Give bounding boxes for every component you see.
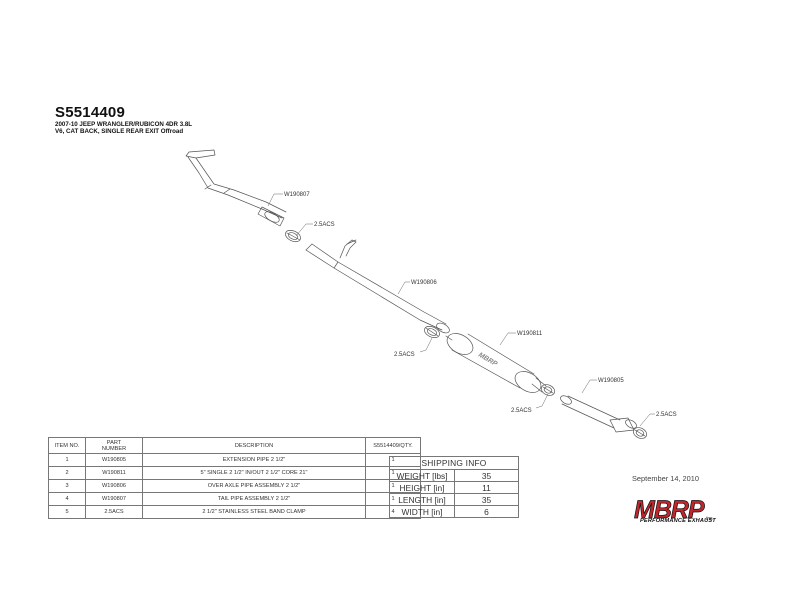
bom-part: W190807 <box>85 492 143 506</box>
bom-part: W190811 <box>85 466 143 480</box>
shipping-value: 11 <box>454 481 519 494</box>
title-block: S5514409 2007-10 JEEP WRANGLER/RUBICON 4… <box>55 104 192 136</box>
bom-part: W190806 <box>85 479 143 493</box>
table-row: HEIGHT [in] 11 <box>389 481 519 494</box>
table-row: LENGTH [in] 35 <box>389 493 519 506</box>
callout-clamp-top: 2.5ACS <box>314 222 335 228</box>
callout-extension: W190805 <box>598 378 624 384</box>
shipping-title: SHIPPING INFO <box>389 456 519 470</box>
bom-header-part: PART NUMBER <box>85 437 143 454</box>
bom-item: 1 <box>48 453 86 467</box>
bom-description: 5" SINGLE 2 1/2" IN/OUT 2 1/2" CORE 21" <box>142 466 366 480</box>
band-clamp-end <box>632 427 648 439</box>
band-clamp-muffler <box>540 384 556 396</box>
shipping-value: 6 <box>454 505 519 518</box>
kit-part-number: S5514409 <box>55 104 126 121</box>
table-row: WIDTH [in] 6 <box>389 505 519 518</box>
logo-wordmark: MBRP <box>634 496 705 524</box>
table-row: 4 W190807 TAIL PIPE ASSEMBLY 2 1/2" 1 <box>48 492 421 506</box>
bom-header-qty: S5514409/QTY. <box>365 437 421 454</box>
bom-header-row: ITEM NO. PART NUMBER DESCRIPTION S551440… <box>48 437 421 454</box>
kit-description: V6, CAT BACK, SINGLE REAR EXIT Offroad <box>55 128 184 136</box>
table-row: 3 W190806 OVER AXLE PIPE ASSEMBLY 2 1/2"… <box>48 479 421 493</box>
logo-inc: inc. <box>706 516 714 522</box>
shipping-value: 35 <box>454 493 519 506</box>
band-clamp-mid <box>424 325 440 339</box>
callout-clamp-mid: 2.5ACS <box>394 352 415 358</box>
bom-description: TAIL PIPE ASSEMBLY 2 1/2" <box>142 492 366 506</box>
bom-item: 4 <box>48 492 86 506</box>
shipping-info-table: SHIPPING INFO WEIGHT [lbs] 35 HEIGHT [in… <box>389 456 519 518</box>
tail-pipe-assembly <box>185 149 287 227</box>
over-axle-pipe-assembly <box>305 239 450 334</box>
table-row: 2 W190811 5" SINGLE 2 1/2" IN/OUT 2 1/2"… <box>48 466 421 480</box>
logo-tagline: PERFORMANCE EXHAUST <box>640 518 716 524</box>
bom-header-part-line2: NUMBER <box>101 445 127 452</box>
table-row: 5 2.5ACS 2 1/2" STAINLESS STEEL BAND CLA… <box>48 505 421 519</box>
leader-lines <box>267 193 655 427</box>
table-row: 1 W190805 EXTENSION PIPE 2 1/2" 1 <box>48 453 421 467</box>
bom-description: 2 1/2" STAINLESS STEEL BAND CLAMP <box>142 505 366 519</box>
bom-part: W190805 <box>85 453 143 467</box>
band-clamp-top <box>285 229 301 243</box>
mbrp-logo: MBRP inc. <box>634 496 714 525</box>
bom-item: 2 <box>48 466 86 480</box>
callout-clamp-muffler: 2.5ACS <box>511 408 532 414</box>
extension-pipe <box>560 395 637 433</box>
shipping-label: LENGTH [in] <box>389 493 455 506</box>
bom-description: EXTENSION PIPE 2 1/2" <box>142 453 366 467</box>
callout-muffler: W190811 <box>517 331 543 337</box>
bom-header-description: DESCRIPTION <box>142 437 366 454</box>
vehicle-application: 2007-10 JEEP WRANGLER/RUBICON 4DR 3.8L <box>55 121 193 128</box>
bill-of-materials: ITEM NO. PART NUMBER DESCRIPTION S551440… <box>48 437 421 519</box>
bom-item: 3 <box>48 479 86 493</box>
callout-tailpipe: W190807 <box>284 192 310 198</box>
bom-description: OVER AXLE PIPE ASSEMBLY 2 1/2" <box>142 479 366 493</box>
bom-header-item: ITEM NO. <box>48 437 86 454</box>
shipping-label: WIDTH [in] <box>389 505 455 518</box>
callout-clamp-end: 2.5ACS <box>656 412 677 418</box>
callout-over-axle: W190806 <box>411 280 437 286</box>
bom-item: 5 <box>48 505 86 519</box>
shipping-value: 35 <box>454 469 519 482</box>
bom-part: 2.5ACS <box>85 505 143 519</box>
drawing-date: September 14, 2010 <box>632 474 699 483</box>
shipping-label: HEIGHT [in] <box>389 481 455 494</box>
table-row: WEIGHT [lbs] 35 <box>389 469 519 482</box>
shipping-header-row: SHIPPING INFO <box>389 456 519 470</box>
bom-header-part-line1: PART <box>106 439 122 446</box>
shipping-label: WEIGHT [lbs] <box>389 469 455 482</box>
muffler <box>445 333 547 393</box>
